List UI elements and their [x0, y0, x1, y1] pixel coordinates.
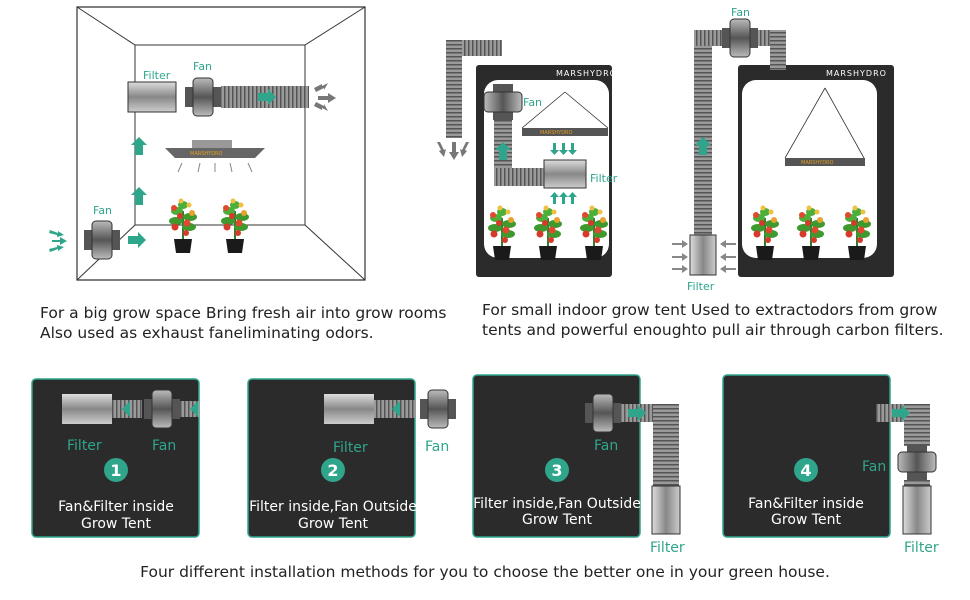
- method-title: Fan&Filter inside: [58, 499, 174, 515]
- footer-caption: Four different installation methods for …: [140, 563, 830, 581]
- fan-label: Fan: [93, 204, 112, 217]
- filter-icon: [902, 485, 932, 535]
- fan-label: Fan: [862, 459, 886, 475]
- filter-label: Filter: [687, 280, 715, 293]
- filter-icon: [689, 234, 717, 276]
- method-4-panel: Fan Filter 4 Fan&Filter inside Grow Tent: [722, 374, 939, 556]
- filter-label: Filter: [590, 172, 618, 185]
- filter-label: Filter: [333, 440, 368, 456]
- filter-label: Filter: [650, 540, 685, 556]
- tent-1-illustration: MARSHYDRO Fan Filter MARSHYDRO: [437, 40, 618, 277]
- svg-text:MARSHYDRO: MARSHYDRO: [801, 160, 834, 166]
- filter-label: Filter: [143, 69, 171, 82]
- method-2-panel: Filter Fan 2 Filter inside,Fan Outside G…: [247, 378, 457, 538]
- inlet-fan-icon: [83, 220, 121, 260]
- airflow-out-icon: [437, 142, 469, 160]
- step-badge: [545, 458, 569, 482]
- svg-text:MARSHYDRO: MARSHYDRO: [190, 151, 223, 157]
- big-space-caption: For a big grow space Bring fresh air int…: [40, 304, 447, 342]
- fan-icon: [897, 443, 937, 481]
- step-badge: [794, 458, 818, 482]
- plant-icon: [168, 197, 198, 254]
- method-title: Grow Tent: [522, 512, 592, 528]
- filter-label: Filter: [67, 438, 102, 454]
- airflow-in-icon: [49, 230, 67, 252]
- svg-text:MARSHYDRO: MARSHYDRO: [556, 69, 617, 78]
- svg-text:1: 1: [110, 461, 121, 480]
- filter-label: Filter: [904, 540, 939, 556]
- method-title: Filter inside,Fan Outside: [249, 499, 417, 515]
- fan-icon: [721, 18, 759, 58]
- fan-label: Fan: [594, 438, 618, 454]
- step-badge: [321, 458, 345, 482]
- method-title: Grow Tent: [298, 516, 368, 532]
- fan-label: Fan: [425, 439, 449, 455]
- fan-label: Fan: [152, 438, 176, 454]
- fan-label: Fan: [523, 96, 542, 109]
- svg-text:3: 3: [551, 461, 562, 480]
- svg-text:MARSHYDRO: MARSHYDRO: [826, 69, 887, 78]
- fan-icon: [184, 77, 222, 117]
- method-title: Filter inside,Fan Outside: [473, 496, 641, 512]
- svg-text:2: 2: [327, 461, 338, 480]
- step-badge: [104, 458, 128, 482]
- fan-label: Fan: [731, 6, 750, 19]
- fan-label: Fan: [193, 60, 212, 73]
- method-1-panel: Filter Fan 1 Fan&Filter inside Grow Tent: [31, 378, 208, 538]
- filter-icon: [651, 485, 681, 535]
- big-room-illustration: Filter Fan MARSHYDRO Fan: [49, 6, 366, 281]
- filter-icon: [127, 81, 177, 113]
- method-title: Fan&Filter inside: [748, 496, 864, 512]
- fan-icon: [419, 389, 457, 429]
- method-title: Grow Tent: [81, 516, 151, 532]
- method-title: Grow Tent: [771, 512, 841, 528]
- tent-2-illustration: MARSHYDRO Fan Filter MARSHYDRO: [672, 6, 894, 293]
- small-tent-caption: For small indoor grow tent Used to extra…: [482, 301, 944, 339]
- filter-icon: [324, 394, 374, 424]
- filter-icon: [543, 159, 587, 189]
- plant-icon: [220, 197, 250, 254]
- svg-text:4: 4: [800, 461, 811, 480]
- airflow-out-icon: [314, 83, 336, 111]
- filter-icon: [62, 394, 112, 424]
- method-3-panel: Fan Filter 3 Filter inside,Fan Outside G…: [472, 374, 685, 556]
- grow-light-icon: MARSHYDRO: [165, 140, 265, 173]
- svg-text:MARSHYDRO: MARSHYDRO: [540, 130, 573, 136]
